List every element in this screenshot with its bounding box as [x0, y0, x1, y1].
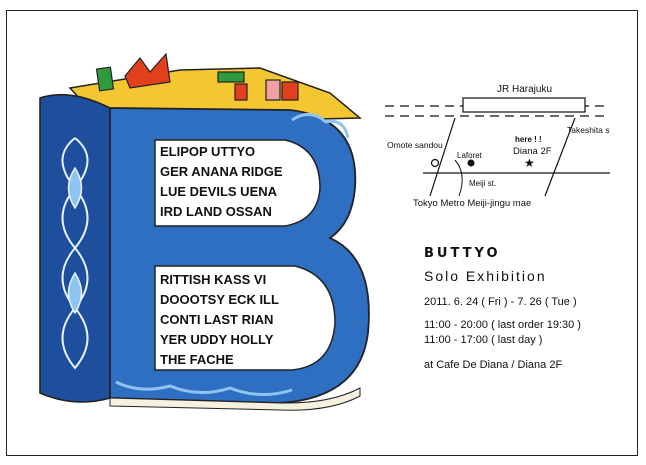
metro-pointer-curve [454, 159, 463, 197]
bookmark-red-small [234, 83, 248, 101]
label-metro: Tokyo Metro Meiji-jingu mae [413, 198, 531, 209]
metro-station-marker [430, 158, 440, 168]
label-laforet: Laforet [457, 151, 483, 160]
book-line-top-1: ELIPOP UTTYO [160, 144, 255, 159]
road-omotesando [429, 117, 456, 197]
cloud-edge-top [291, 113, 350, 139]
book-line-top-3: LUE DEVILS UENA [160, 184, 278, 199]
artist-name: BUTTYO [424, 246, 501, 261]
cloud-edge-bottom [115, 380, 293, 397]
hours-last-day: 11:00 - 17:00 ( last day ) [424, 334, 543, 346]
book-line-bottom-1: RITTISH KASS VI [160, 272, 266, 287]
exhibition-subtitle: Solo Exhibition [424, 268, 547, 284]
upper-window [154, 139, 321, 227]
label-omotesando: Omote sandou [387, 140, 443, 150]
lower-window [154, 265, 336, 371]
book-line-bottom-3: CONTI LAST RIAN [160, 312, 273, 327]
bookmark-red-right [281, 81, 299, 101]
bookmark-green-left [95, 66, 115, 92]
exhibition-dates: 2011. 6. 24 ( Fri ) - 7. 26 ( Tue ) [424, 296, 577, 308]
book-letter-b-illustration: ELIPOP UTTYO GER ANANA RIDGE LUE DEVILS … [39, 52, 370, 411]
spine-ornament-inner [67, 166, 83, 315]
star-icon: ★ [524, 156, 535, 170]
label-here: here ! ! [515, 135, 542, 144]
label-diana: Diana 2F [513, 146, 552, 157]
road-takeshita [544, 117, 576, 197]
venue-text: at Cafe De Diana / Diana 2F [424, 359, 563, 371]
label-takeshita: Takeshita st. [567, 125, 610, 135]
bookmark-green-mid [217, 71, 245, 83]
book-line-top-4: IRD LAND OSSAN [160, 204, 272, 219]
label-meiji-st: Meiji st. [469, 179, 496, 188]
station-box [462, 97, 586, 113]
book-line-top-2: GER ANANA RIDGE [160, 164, 283, 179]
laforet-marker [467, 159, 475, 167]
bookmark-red-flag [124, 52, 171, 89]
book-line-bottom-2: DOOOTSY ECK ILL [160, 292, 279, 307]
location-map: JR Harajuku Omote sandou Takeshita st. h… [385, 84, 610, 209]
book-line-bottom-5: THE FACHE [160, 352, 234, 367]
station-label: JR Harajuku [497, 84, 552, 95]
book-bottom-pages [109, 387, 361, 411]
book-line-bottom-4: YER UDDY HOLLY [160, 332, 274, 347]
bookmark-pink [265, 79, 281, 101]
hours-regular: 11:00 - 20:00 ( last order 19:30 ) [424, 319, 581, 331]
event-info: BUTTYO Solo Exhibition 2011. 6. 24 ( Fri… [424, 245, 634, 372]
